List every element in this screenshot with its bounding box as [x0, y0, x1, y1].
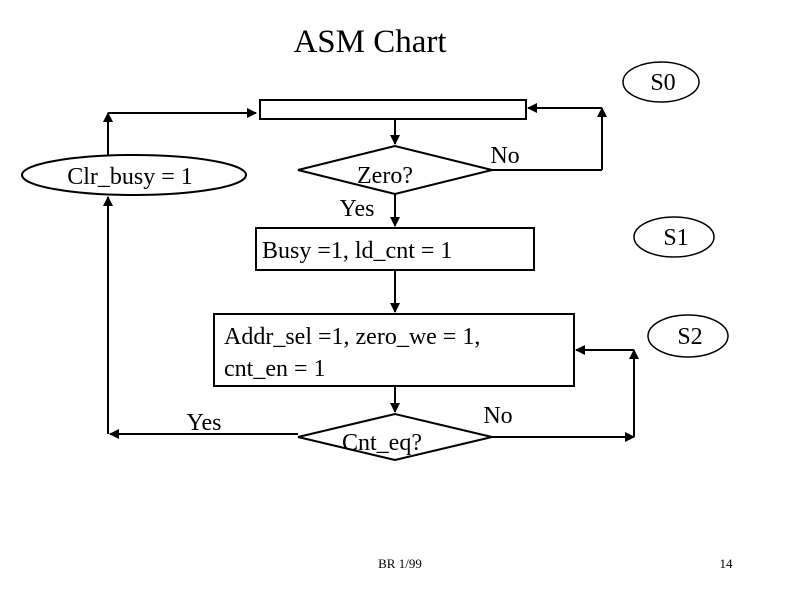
- svg-text:Zero?: Zero?: [357, 163, 413, 189]
- slide-title: ASM Chart: [293, 24, 446, 60]
- state-s1: S1: [633, 216, 715, 258]
- svg-text:S0: S0: [650, 70, 675, 96]
- svg-text:S2: S2: [677, 324, 702, 350]
- cnt-yes-label: Yes: [187, 410, 222, 436]
- svg-text:Clr_busy = 1: Clr_busy = 1: [67, 164, 193, 190]
- svg-text:Cnt_eq?: Cnt_eq?: [342, 430, 422, 456]
- cnt-no-label: No: [483, 403, 512, 429]
- state-box-s0: [259, 99, 527, 120]
- svg-text:cnt_en = 1: cnt_en = 1: [224, 356, 326, 382]
- svg-text:Addr_sel =1, zero_we = 1,: Addr_sel =1, zero_we = 1,: [224, 324, 480, 350]
- page-number: 14: [720, 556, 734, 571]
- state-s0: S0: [622, 61, 700, 103]
- svg-text:Busy =1, ld_cnt = 1: Busy =1, ld_cnt = 1: [262, 238, 452, 264]
- decision-zero: Zero?: [297, 144, 493, 196]
- state-box-s1: Busy =1, ld_cnt = 1: [255, 227, 535, 271]
- footer-left: BR 1/99: [378, 556, 422, 571]
- clr-busy-ellipse: Clr_busy = 1: [21, 154, 247, 196]
- state-box-s2: Addr_sel =1, zero_we = 1, cnt_en = 1: [213, 313, 575, 387]
- state-s2: S2: [647, 314, 729, 358]
- svg-text:S1: S1: [663, 225, 688, 251]
- connector-lines: [103, 103, 639, 442]
- decision-cnt-eq: Cnt_eq?: [297, 412, 493, 462]
- zero-yes-label: Yes: [340, 196, 375, 222]
- zero-no-label: No: [490, 143, 519, 169]
